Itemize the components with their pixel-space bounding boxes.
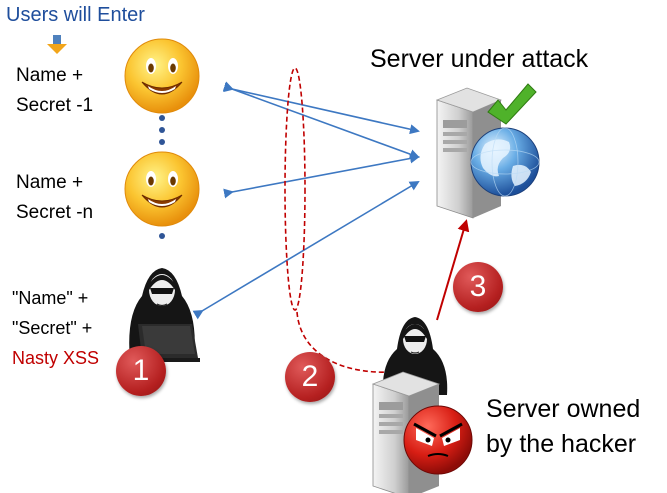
down-arrow-icon [47,35,67,54]
checkmark-icon [487,83,537,125]
usern-secret-label: Secret -n [16,202,94,223]
attack-arrow [436,219,470,321]
hacker-server-label-line2: by the hacker [486,430,637,458]
globe-icon [470,127,540,197]
user-smiley-icon [124,151,200,227]
user1-secret-label: Secret -1 [16,95,94,116]
attacker-secret-label: "Secret" + [12,318,93,338]
usern-server-arrow [223,153,420,199]
exfiltration-dashed-line [296,311,396,373]
server-under-attack-label: Server under attack [370,45,589,73]
hacker-server-label-line1: Server owned [486,395,641,423]
attacker-xss-label: Nasty XSS [12,348,100,368]
step-2-badge: 2 [285,352,335,402]
diagram-title: Users will Enter [6,4,145,26]
user1-name-label: Name + [16,65,84,86]
ellipsis-dots [159,115,165,239]
step-1-badge: 1 [116,346,166,396]
attacker-name-label: "Name" + [12,288,89,308]
userhacker-server-arrow [192,180,420,320]
step-3-badge: 3 [453,262,503,312]
intercept-ellipse [284,67,306,311]
usern-name-label: Name + [16,172,84,193]
user-server-arrow [222,81,420,159]
user1-server-arrow [223,82,420,135]
user-smiley-icon [124,38,200,114]
evil-face-icon [403,405,473,475]
